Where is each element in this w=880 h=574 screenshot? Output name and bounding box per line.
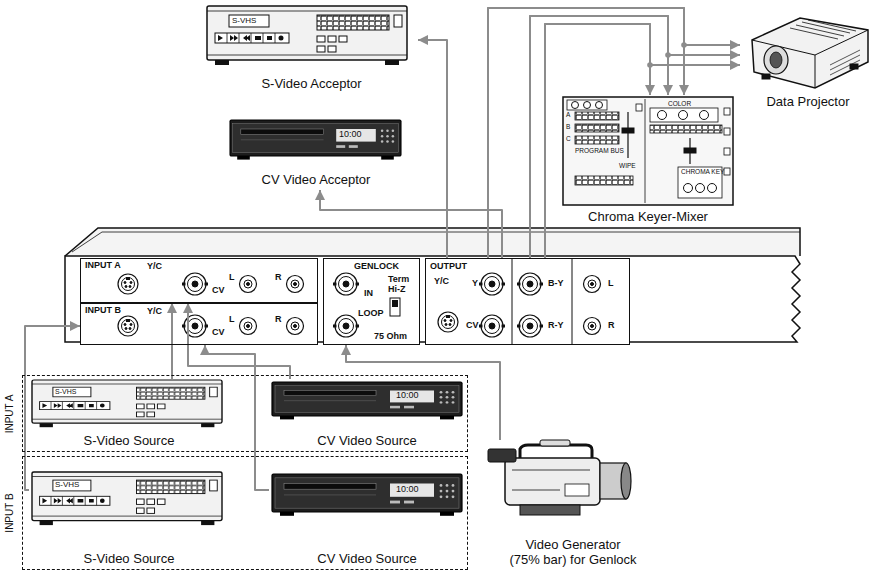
mixer-control-label: CHROMA KEY xyxy=(681,169,724,176)
device-display-text: 10:00 xyxy=(396,391,419,400)
vcr-figure xyxy=(32,472,222,525)
signal-cable xyxy=(25,326,80,490)
device-caption: S-Video Source xyxy=(84,552,175,567)
jack-label: GENLOCK xyxy=(354,262,399,271)
device-caption-box: CV Video Source xyxy=(269,379,465,451)
mixer-control-label: C xyxy=(566,136,571,143)
device-caption: CV Video Source xyxy=(317,434,417,449)
device-caption-box: Video Generator (75% bar) for Genlock xyxy=(478,440,668,570)
jack-label: R xyxy=(608,321,615,330)
signal-cable xyxy=(188,303,290,379)
jack-label: CV xyxy=(212,328,225,337)
jack-label: R xyxy=(275,315,282,324)
group-label: INPUT A xyxy=(5,394,15,433)
jack-label: CV xyxy=(212,286,225,295)
jack-label: Y/C xyxy=(434,277,449,286)
device-caption-box: S-Video Source xyxy=(29,469,229,569)
jack-label: Y xyxy=(472,279,478,288)
signal-cable xyxy=(346,345,500,440)
jack-label: Hi-Z xyxy=(388,285,406,294)
camera-figure xyxy=(488,440,631,515)
device-display-text: S-VHS xyxy=(55,388,76,395)
dvd-figure xyxy=(272,382,462,419)
dvd-figure xyxy=(272,474,462,516)
projector-figure xyxy=(752,18,868,88)
device-caption: Data Projector xyxy=(766,95,849,110)
mixer-control-label: A xyxy=(566,112,570,119)
jack-label: L xyxy=(229,315,235,324)
jack-label: INPUT B xyxy=(85,306,121,315)
jack-label: Term xyxy=(388,275,409,284)
device-caption-box: CV Video Source xyxy=(269,469,465,569)
converter-chassis xyxy=(65,228,800,345)
source-group: INPUT AS-Video SourceCV Video Source xyxy=(22,375,468,452)
jack-label: Y/C xyxy=(147,307,162,316)
device-caption-box: S-Video Source xyxy=(29,379,229,451)
mixer-figure xyxy=(563,97,733,205)
dvd-figure xyxy=(230,120,401,160)
jack-panel: INPUT A Y/C CV L R xyxy=(80,258,318,303)
jack-label: INPUT A xyxy=(85,261,121,270)
device-caption: Video Generator (75% bar) for Genlock xyxy=(508,538,638,568)
jack-panel: GENLOCK IN LOOP TermHi-Z 75 Ohm xyxy=(323,258,420,345)
device-caption: Chroma Keyer-Mixer xyxy=(588,210,708,225)
jack-label: LOOP xyxy=(358,309,384,318)
device-display-text: S-VHS xyxy=(232,17,256,25)
jack-label: Y/C xyxy=(147,262,162,271)
device-caption-box: S-Video Acceptor xyxy=(205,0,418,94)
device-caption-box: Data Projector xyxy=(740,6,876,112)
mixer-control-label: PROGRAM BUS xyxy=(575,148,624,155)
group-label: INPUT B xyxy=(5,493,15,532)
jack-label: CV xyxy=(466,321,479,330)
jack-panel: OUTPUT Y/C Y CV B-Y R-Y L R xyxy=(425,258,630,345)
signal-cable xyxy=(320,190,502,258)
jack-label: B-Y xyxy=(548,279,564,288)
jack-panel: INPUT B Y/C CV L R xyxy=(80,303,318,345)
mixer-control-label: COLOR xyxy=(668,101,691,108)
jack-label: IN xyxy=(364,289,373,298)
jack-label: OUTPUT xyxy=(430,262,467,271)
device-caption: CV Video Source xyxy=(317,552,417,567)
signal-cable xyxy=(418,40,447,258)
vcr-figure xyxy=(32,380,222,427)
jack-label: 75 Ohm xyxy=(374,332,407,341)
jack-label: L xyxy=(608,279,614,288)
device-caption-box: Chroma Keyer-Mixer xyxy=(560,95,736,227)
source-group: INPUT BS-Video SourceCV Video Source xyxy=(22,456,468,570)
device-display-text: 10:00 xyxy=(396,485,419,494)
jack-label: R-Y xyxy=(548,321,564,330)
mixer-control-label: WIPE xyxy=(619,163,636,170)
signal-cable xyxy=(205,345,269,490)
signal-cable xyxy=(171,303,173,379)
device-caption: CV Video Acceptor xyxy=(262,173,371,188)
jack-label: R xyxy=(275,273,282,282)
vcr-figure xyxy=(207,6,407,65)
signal-cable xyxy=(530,16,740,258)
device-display-text: S-VHS xyxy=(55,481,79,489)
device-caption-box: CV Video Acceptor xyxy=(225,116,407,190)
signal-cable xyxy=(545,24,740,258)
jack-label: L xyxy=(229,273,235,282)
mixer-control-label: B xyxy=(566,124,570,131)
device-caption: S-Video Source xyxy=(84,434,175,449)
signal-cable xyxy=(488,8,740,258)
device-caption: S-Video Acceptor xyxy=(261,77,361,92)
device-display-text: 10:00 xyxy=(339,130,362,139)
